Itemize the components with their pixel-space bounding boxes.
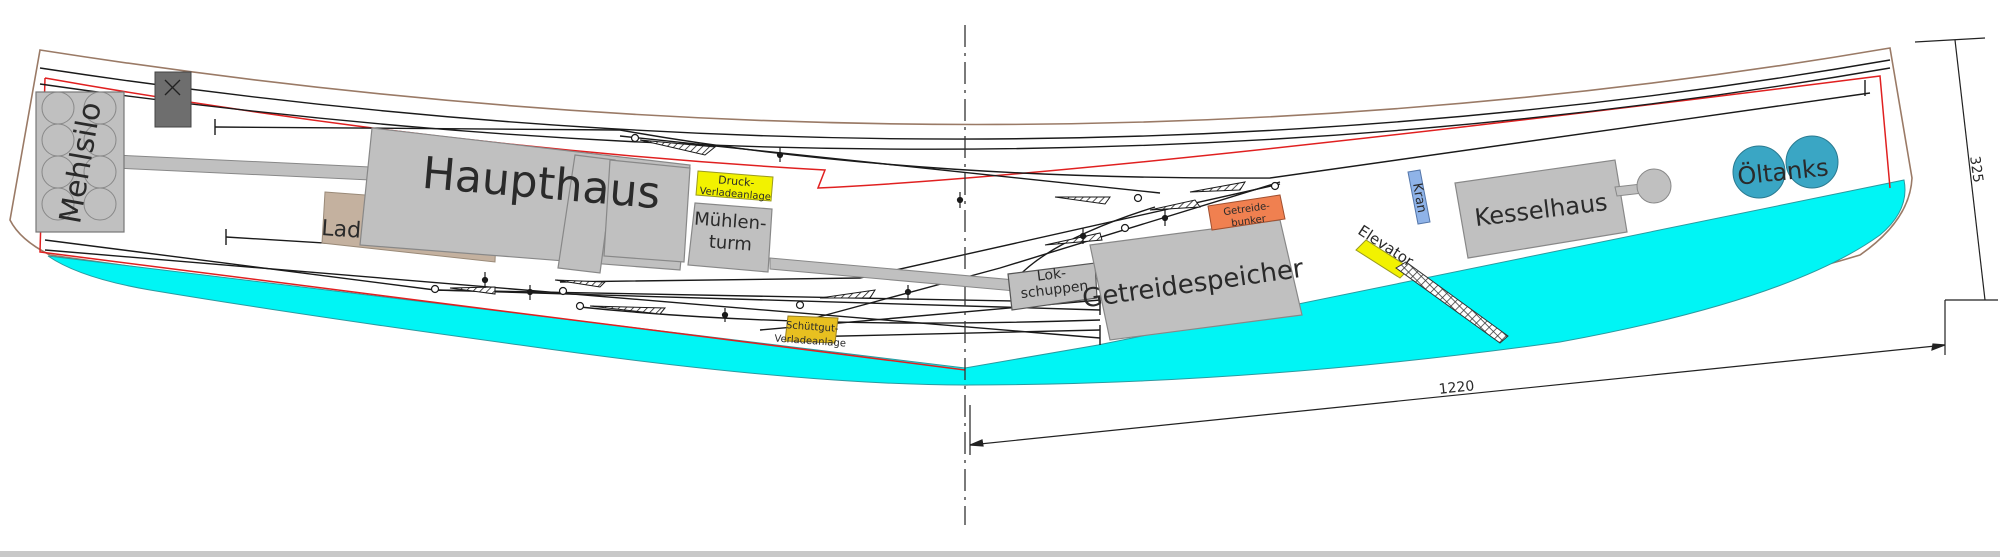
kesselhaus-building (1454, 159, 1628, 259)
schuettgut-label-line1: Schüttgut- (786, 320, 840, 335)
turnout-marks (449, 139, 1247, 315)
water-area (47, 179, 1906, 386)
kesselhaus-chimney (1636, 168, 1672, 204)
muehlenturm-label-line1: Mühlen- (694, 209, 768, 235)
getreidebunker (1207, 194, 1286, 231)
bottom-scrollbar[interactable] (0, 551, 2000, 557)
dimension-depth (1914, 37, 1998, 301)
oeltank-right (1785, 135, 1839, 189)
dimension-length (969, 300, 1946, 455)
schuettgut-verladeanlage (784, 315, 839, 344)
mehlsilo-building (35, 91, 125, 233)
druck-label-line1: Druck- (718, 173, 755, 189)
dimension-length-label: 1220 (1438, 378, 1475, 398)
muehlenturm-building (687, 202, 773, 273)
track-ends (214, 80, 1866, 345)
bunker-label-line2: bunker (1231, 214, 1268, 230)
druck-verladeanlage (695, 170, 774, 202)
lokschuppen-label-line1: Lok- (1036, 265, 1067, 284)
kran (1407, 169, 1431, 225)
schuettgut-label-line2: Verladeanlage (774, 334, 846, 350)
muehlenturm-label-line2: turm (708, 232, 752, 256)
haupthaus-building (359, 127, 691, 274)
oeltank-left (1732, 145, 1786, 199)
elevator-boom (1395, 261, 1509, 344)
dimension-depth-label: 325 (1966, 155, 1986, 184)
signals (481, 147, 1169, 322)
dark-block (154, 71, 192, 128)
turnout-points (430, 133, 1280, 311)
lokschuppen-building (1007, 262, 1098, 311)
kran-label: Kran (1409, 182, 1429, 214)
